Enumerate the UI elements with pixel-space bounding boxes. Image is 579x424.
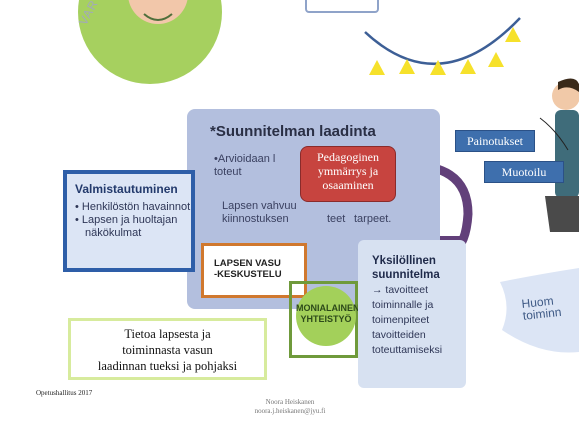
triangle-decoration: [460, 59, 476, 74]
cycle-arc-decoration: [364, 17, 521, 66]
individual-plan-line: → tavoitteet: [372, 284, 429, 296]
info-box: Tietoa lapsesta ja toiminnasta vasun laa…: [68, 318, 267, 380]
source-credit: Opetushallitus 2017: [36, 389, 93, 397]
individual-plan-panel: Yksilöllinen suunnitelma → tavoitteet to…: [358, 240, 466, 388]
author-name: Noora Heiskanen: [265, 398, 315, 406]
plan-text-line: teet: [327, 213, 346, 225]
multiprofessional-cooperation-circle: MONIALAINEN YHTEISTYÖ: [296, 286, 360, 346]
multiprof-line: YHTEISTYÖ: [300, 314, 352, 324]
wording-label: Muotoilu: [484, 161, 564, 183]
triangle-decoration: [399, 59, 415, 74]
triangle-decoration: [505, 27, 521, 42]
green-circle-decoration: [78, 0, 222, 84]
huom-text: Huom toiminn: [521, 294, 562, 323]
person-legs-decoration: [545, 196, 579, 232]
preparation-item: • Lapsen ja huoltajan: [75, 214, 178, 226]
triangle-decoration: [488, 52, 504, 67]
plan-text-line: tarpeet.: [354, 213, 392, 225]
plan-text-line: kiinnostuksen: [222, 213, 289, 225]
info-line: toiminnasta vasun: [122, 343, 213, 357]
plan-text-line: •Arvioidaan l: [214, 153, 276, 165]
conversation-line: -KESKUSTELU: [214, 269, 282, 280]
emphasis-label: Painotukset: [455, 130, 535, 152]
info-line: Tietoa lapsesta ja: [124, 327, 211, 341]
preparation-item: • Henkilöstön havainnot: [75, 201, 191, 213]
preparation-item: näkökulmat: [85, 227, 142, 239]
author-email: noora.j.heiskanen@jyu.fi: [254, 407, 326, 415]
top-box-decoration: [305, 0, 379, 13]
individual-plan-line: toteuttamiseksi: [372, 344, 443, 356]
huom-banner-decoration: [500, 268, 579, 353]
info-line: laadinnan tueksi ja pohjaksi: [97, 359, 238, 373]
multiprof-line: MONIALAINEN: [296, 303, 360, 313]
conversation-line: LAPSEN VASU: [214, 258, 281, 269]
individual-plan-line: toiminnalle ja: [372, 299, 434, 311]
multiprofessional-frame: [289, 281, 358, 358]
pedagogic-understanding-box: Pedagoginen ymmärrys ja osaaminen: [300, 146, 396, 202]
plan-text-line: Lapsen vahvuu: [222, 200, 297, 212]
individual-plan-line: tavoitteiden: [372, 329, 426, 341]
individual-plan-title: Yksilöllinen: [372, 255, 436, 267]
triangle-decoration: [430, 60, 446, 75]
child-face-decoration: [128, 0, 188, 24]
triangle-decoration: [369, 60, 385, 75]
pedagogic-line: osaaminen: [322, 178, 374, 192]
preparation-box: Valmistautuminen • Henkilöstön havainnot…: [63, 170, 195, 272]
individual-plan-title: suunnitelma: [372, 269, 440, 281]
plan-section-title: *Suunnitelman laadinta: [210, 123, 376, 140]
person-string-decoration: [539, 117, 569, 151]
child-smile-decoration: [143, 13, 173, 21]
pedagogic-line: ymmärrys ja: [317, 164, 379, 178]
individual-plan-line: toimenpiteet: [372, 314, 430, 326]
person-hair-decoration: [558, 78, 579, 92]
plan-text-line: toteut: [214, 166, 242, 178]
preparation-title: Valmistautuminen: [75, 182, 178, 196]
person-body-decoration: [555, 110, 579, 198]
pedagogic-line: Pedagoginen: [317, 150, 379, 164]
